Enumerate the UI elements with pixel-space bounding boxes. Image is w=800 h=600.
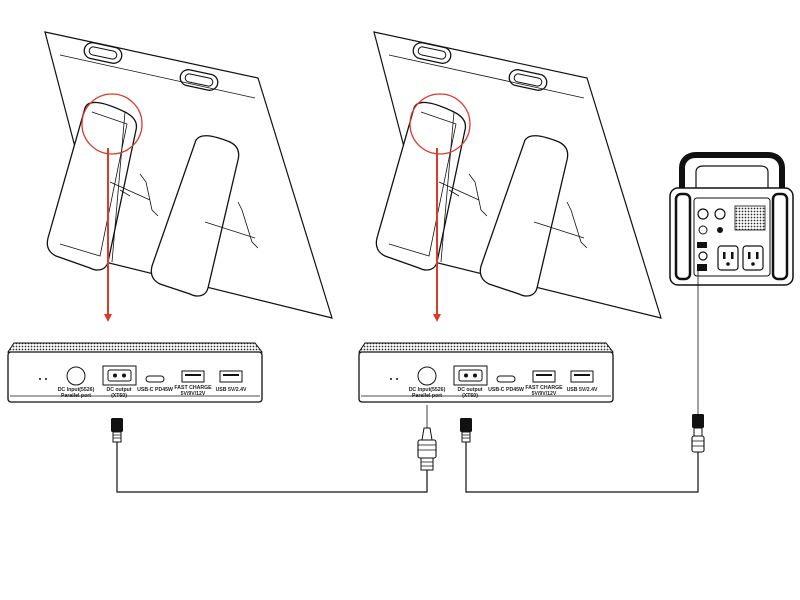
xt60-plug-right (459, 417, 473, 443)
barrel-plug (417, 405, 437, 471)
xt60-label: (XT60) (462, 393, 478, 399)
battery-pack-icon (358, 342, 614, 403)
usb-c-label: USB-C PD45W (488, 387, 524, 393)
solar-panel-right (373, 31, 662, 319)
battery-pack-left: DC Input(5526) Parallel port DC output (… (7, 342, 263, 403)
fast-charge-voltage-label: 5V/9V/12V (181, 391, 206, 397)
usb-label: USB 5V/2.4V (216, 387, 247, 393)
parallel-port-label: Parallel port (61, 393, 91, 399)
xt60-label: (XT60) (111, 393, 127, 399)
power-station (669, 152, 794, 286)
plug-connector-icon (110, 417, 124, 443)
xt60-plug-left (110, 417, 124, 443)
fast-charge-label: FAST CHARGE (174, 385, 212, 391)
battery-pack-icon (7, 342, 263, 403)
highlight-circle-right (409, 93, 471, 155)
solar-panel-left (44, 31, 333, 319)
plug-connector-icon (459, 417, 473, 443)
dc-input-label: DC Input(5526) (58, 387, 95, 393)
cable-line-right (465, 442, 699, 493)
cable-battery-left-to-battery-right (110, 405, 437, 493)
power-station-plug (691, 264, 705, 453)
dc-output-label: DC output (106, 387, 131, 393)
usb-label: USB 5V/2.4V (567, 387, 598, 393)
power-station-icon (669, 152, 794, 286)
dc-input-label: DC Input(5526) (409, 387, 446, 393)
fast-charge-label: FAST CHARGE (525, 385, 563, 391)
cable-battery-right-to-power-station (459, 264, 705, 493)
parallel-port-label: Parallel port (412, 393, 442, 399)
usb-c-label: USB-C PD45W (137, 387, 173, 393)
solar-panel-icon (44, 31, 333, 319)
battery-pack-right: DC Input(5526) Parallel port DC output (… (358, 342, 614, 403)
fast-charge-voltage-label: 5V/9V/12V (532, 391, 557, 397)
highlight-circle-left (81, 93, 143, 155)
solar-panel-icon (373, 31, 662, 319)
dc-output-label: DC output (457, 387, 482, 393)
cable-line-left (116, 442, 428, 493)
